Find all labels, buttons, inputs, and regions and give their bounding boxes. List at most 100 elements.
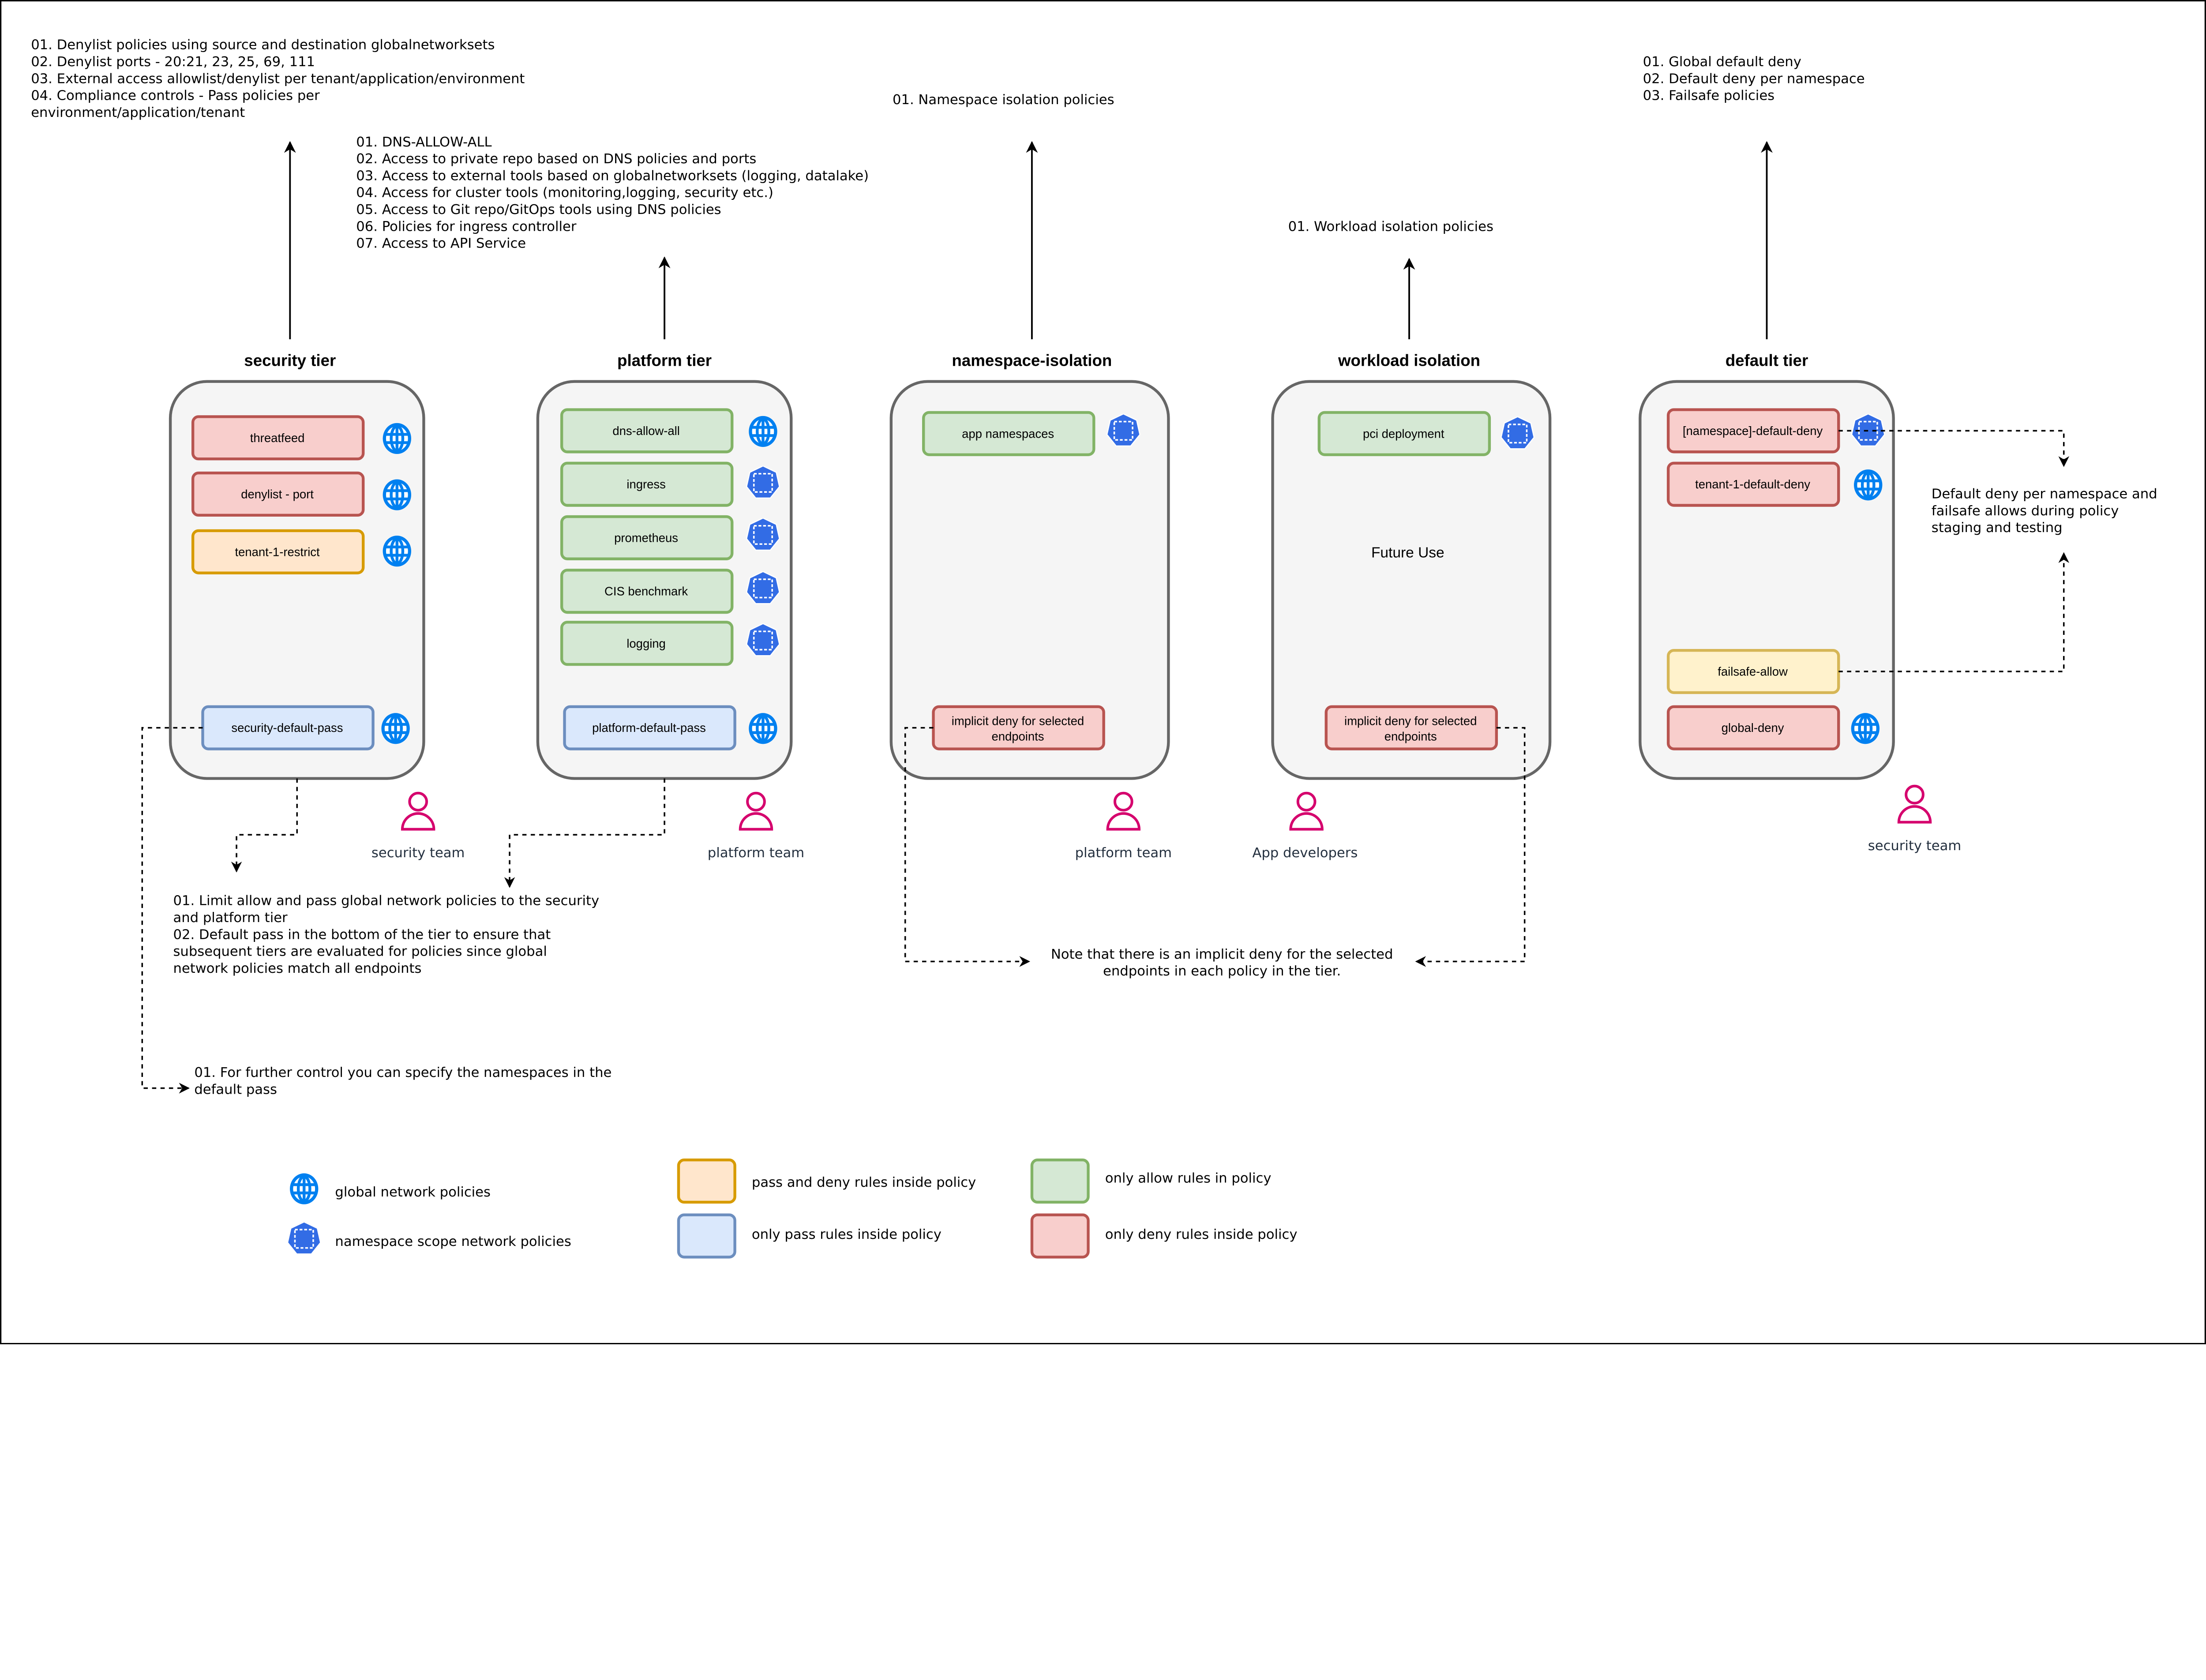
policy-namespace-default-deny[interactable]: [namespace]-default-deny: [1666, 408, 1840, 454]
policy-prometheus[interactable]: prometheus: [560, 515, 734, 560]
connector: [231, 778, 298, 873]
note-line: endpoints in each policy in the tier.: [1103, 964, 1341, 979]
note-line: 02. Default pass in the bottom of the ti…: [173, 927, 551, 942]
owner-label: security team: [1868, 838, 1961, 854]
legend-pass-deny: pass and deny rules inside policy: [752, 1175, 976, 1190]
policy-label: prometheus: [614, 531, 678, 544]
implicit-deny-label: endpoints: [1384, 729, 1437, 743]
policy-label: tenant-1-restrict: [235, 545, 320, 559]
policy-label: tenant-1-default-deny: [1695, 477, 1810, 491]
policy-label: denylist - port: [241, 488, 314, 501]
workload-tier-title: workload isolation: [1338, 352, 1480, 370]
policy-pci-deployment[interactable]: pci deployment: [1317, 411, 1491, 456]
globe-icon: [749, 416, 777, 447]
policy-logging[interactable]: logging: [560, 621, 734, 666]
legend-swatch-green: [1030, 1159, 1090, 1204]
globe-icon: [383, 536, 411, 566]
note-line: 03. Failsafe policies: [1643, 88, 1775, 104]
policy-threatfeed[interactable]: threatfeed: [191, 415, 365, 461]
connector: [1838, 552, 2070, 672]
namespace-tier-title: namespace-isolation: [952, 352, 1112, 370]
legend: global network policies namespace scope …: [287, 1159, 1298, 1259]
implicit-deny-workload[interactable]: implicit deny for selected endpoints: [1324, 705, 1498, 750]
implicit-deny-note: Note that there is an implicit deny for …: [1051, 947, 1393, 979]
legend-allow-only: only allow rules in policy: [1105, 1170, 1272, 1186]
policy-app-namespaces[interactable]: app namespaces: [922, 411, 1095, 456]
note-line: 02. Denylist ports - 20:21, 23, 25, 69, …: [31, 54, 315, 70]
note-line: Note that there is an implicit deny for …: [1051, 947, 1393, 962]
note-line: 03. Access to external tools based on gl…: [356, 168, 869, 184]
legend-swatch-orange: [677, 1159, 736, 1204]
future-use-label: Future Use: [1371, 545, 1444, 561]
implicit-deny-label: implicit deny for selected: [952, 714, 1084, 728]
globe-icon: [1854, 469, 1882, 500]
implicit-deny-label: endpoints: [991, 729, 1044, 743]
implicit-deny-label: implicit deny for selected: [1344, 714, 1477, 728]
policy-tenant-1-restrict[interactable]: tenant-1-restrict: [191, 529, 365, 574]
platform-tier-title: platform tier: [617, 352, 712, 370]
workload-tier-note: 01. Workload isolation policies: [1288, 219, 1493, 234]
namespace-control-note: 01. For further control you can specify …: [194, 1065, 612, 1097]
note-line: 01. Denylist policies using source and d…: [31, 38, 495, 53]
note-line: 07. Access to API Service: [356, 236, 526, 251]
note-line: and platform tier: [173, 910, 288, 926]
connector: [1838, 430, 2070, 467]
policy-denylist-port[interactable]: denylist - port: [191, 471, 365, 517]
policy-label: app namespaces: [962, 427, 1054, 440]
connector: [904, 727, 1030, 967]
legend-pass-only: only pass rules inside policy: [752, 1227, 942, 1242]
platform-tier-notes: 01. DNS-ALLOW-ALL 02. Access to private …: [356, 135, 869, 251]
policy-label: [namespace]-default-deny: [1683, 424, 1823, 438]
policy-tenant-1-default-deny[interactable]: tenant-1-default-deny: [1666, 461, 1840, 507]
policy-ingress[interactable]: ingress: [560, 461, 734, 507]
note-line: 02. Access to private repo based on DNS …: [356, 151, 756, 167]
globe-icon: [749, 713, 777, 744]
connector: [1415, 727, 1526, 967]
policy-label: platform-default-pass: [592, 721, 706, 735]
policy-label: dns-allow-all: [612, 424, 680, 438]
policy-label: threatfeed: [250, 431, 305, 445]
default-tier-notes: 01. Global default deny 02. Default deny…: [1643, 54, 1865, 104]
owner-label: platform team: [1075, 845, 1172, 861]
note-line: environment/application/tenant: [31, 105, 245, 120]
security-tier-notes: 01. Denylist policies using source and d…: [31, 38, 525, 120]
legend-namespace: namespace scope network policies: [335, 1234, 571, 1249]
connector: [504, 778, 665, 888]
namespace-tier-box[interactable]: [889, 380, 1170, 780]
namespace-tier-note: 01. Namespace isolation policies: [893, 92, 1114, 108]
policy-label: logging: [627, 637, 666, 650]
globe-icon: [290, 1174, 318, 1204]
owner-label: platform team: [708, 845, 804, 861]
policy-security-default-pass[interactable]: security-default-pass: [201, 705, 375, 750]
workload-tier-box[interactable]: [1271, 380, 1552, 780]
policy-dns-allow-all[interactable]: dns-allow-all: [560, 408, 734, 454]
policy-cis-benchmark[interactable]: CIS benchmark: [560, 569, 734, 614]
note-line: 06. Policies for ingress controller: [356, 219, 577, 234]
implicit-deny-namespace[interactable]: implicit deny for selected endpoints: [932, 705, 1105, 750]
policy-platform-default-pass[interactable]: platform-default-pass: [563, 705, 736, 750]
note-line: 01. DNS-ALLOW-ALL: [356, 135, 491, 150]
note-line: 01. For further control you can specify …: [194, 1065, 612, 1080]
note-line: 03. External access allowlist/denylist p…: [31, 71, 525, 86]
note-line: 01. Global default deny: [1643, 54, 1801, 70]
globe-icon: [383, 479, 411, 510]
default-tier-side-note: Default deny per namespace and failsafe …: [1932, 487, 2157, 536]
policy-label: CIS benchmark: [604, 585, 688, 598]
policy-failsafe-allow[interactable]: failsafe-allow: [1666, 649, 1840, 694]
note-line: 04. Access for cluster tools (monitoring…: [356, 185, 773, 201]
pass-note: 01. Limit allow and pass global network …: [173, 893, 599, 976]
tier-diagram: 01. Denylist policies using source and d…: [0, 0, 2206, 1345]
note-line: Default deny per namespace and: [1932, 487, 2157, 502]
globe-icon: [381, 713, 409, 744]
note-line: subsequent tiers are evaluated for polic…: [173, 944, 547, 960]
policy-global-deny[interactable]: global-deny: [1666, 705, 1840, 750]
default-tier-title: default tier: [1726, 352, 1808, 370]
note-line: 05. Access to Git repo/GitOps tools usin…: [356, 202, 721, 218]
policy-label: failsafe-allow: [1718, 665, 1788, 679]
security-tier-title: security tier: [244, 352, 336, 370]
policy-label: pci deployment: [1363, 427, 1444, 440]
legend-swatch-red: [1030, 1213, 1090, 1259]
note-line: staging and testing: [1932, 520, 2063, 536]
legend-deny-only: only deny rules inside policy: [1105, 1227, 1298, 1242]
note-line: 01. Limit allow and pass global network …: [173, 893, 599, 909]
